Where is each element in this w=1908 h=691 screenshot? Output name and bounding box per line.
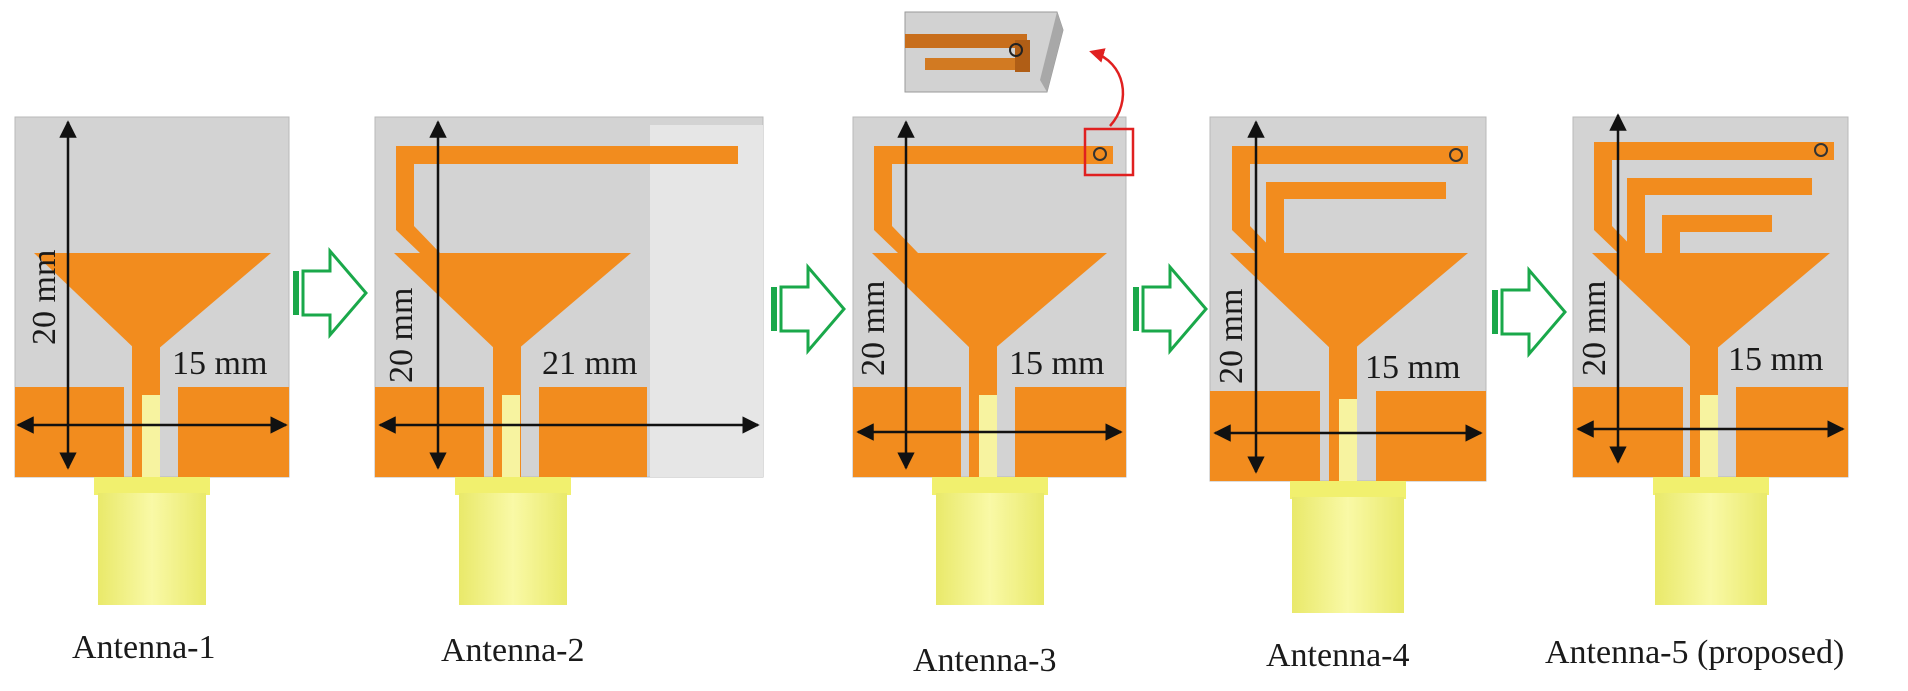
antenna-4: 20 mm 15 mm Antenna-4 <box>1209 116 1487 674</box>
circle-via-icon <box>1814 143 1828 157</box>
antenna-caption: Antenna-2 <box>441 632 585 669</box>
antenna-3: 20 mm 15 mm Antenna-3 <box>852 116 1135 679</box>
feed-pin <box>979 395 997 477</box>
feed-pin <box>502 395 520 477</box>
antenna-caption: Antenna-5 (proposed) <box>1545 634 1844 671</box>
inset-background <box>904 11 1064 93</box>
ground-left <box>1210 391 1320 481</box>
height-label: 20 mm <box>1576 281 1613 376</box>
inset-top-strip <box>905 34 1027 48</box>
hollow-right-arrow-icon <box>1492 265 1567 359</box>
radiating-patch <box>1230 253 1468 350</box>
inset-side <box>1040 12 1063 92</box>
hollow-right-arrow-icon <box>771 262 846 356</box>
feed-pin <box>142 395 160 477</box>
ground-right <box>1376 391 1486 481</box>
ground-right <box>539 387 647 477</box>
connector-body <box>98 493 206 605</box>
connector-flange <box>94 477 210 495</box>
radiating-patch <box>872 253 1107 350</box>
curved-arrow-icon <box>1089 48 1125 127</box>
antenna-5: 20 mm 15 mm Antenna-5 (proposed) <box>1545 113 1849 671</box>
antenna-caption: Antenna-4 <box>1266 637 1410 674</box>
antenna-caption: Antenna-3 <box>913 642 1057 679</box>
height-label: 20 mm <box>26 250 63 345</box>
width-label: 15 mm <box>1009 345 1104 382</box>
inner-strip <box>1266 182 1446 253</box>
circle-via-icon <box>1449 148 1463 162</box>
width-label: 15 mm <box>1365 349 1460 386</box>
circle-via-icon <box>1093 147 1107 161</box>
height-label: 20 mm <box>855 281 892 376</box>
connector-flange <box>455 477 571 495</box>
antenna-1: 20 mm 15 mm Antenna-1 <box>14 116 290 666</box>
connector-body <box>936 493 1044 605</box>
hollow-right-arrow-icon <box>293 246 368 340</box>
ground-right <box>1736 387 1848 477</box>
hollow-right-arrow-icon <box>1133 262 1208 356</box>
feed-pin <box>1700 395 1718 477</box>
inner-strip <box>1627 178 1812 253</box>
zoom-highlight-box <box>1083 127 1135 177</box>
ground-left <box>1573 387 1683 477</box>
ground-right <box>178 387 289 477</box>
height-label: 20 mm <box>1213 289 1250 384</box>
ground-left <box>15 387 124 477</box>
innermost-strip <box>1662 215 1772 253</box>
connector-body <box>1292 497 1404 613</box>
circle-via-icon <box>1009 43 1023 57</box>
connector-flange <box>1290 481 1406 499</box>
connector-body <box>1655 493 1767 605</box>
ground-left <box>375 387 484 477</box>
radiating-patch <box>1592 253 1830 350</box>
connector-flange <box>932 477 1048 495</box>
height-label: 20 mm <box>383 288 420 383</box>
radiating-patch <box>34 253 271 350</box>
feed-pin <box>1339 399 1357 481</box>
via-zoom-inset <box>904 11 1064 93</box>
connector-body <box>459 493 567 605</box>
antenna-2: 20 mm 21 mm Antenna-2 <box>374 116 764 669</box>
connector-flange <box>1653 477 1769 495</box>
inset-bottom-strip <box>925 58 1025 70</box>
width-label: 15 mm <box>172 345 267 382</box>
width-label: 15 mm <box>1728 341 1823 378</box>
inset-via-wall <box>1015 40 1030 72</box>
radiating-patch <box>394 253 631 350</box>
antenna-caption: Antenna-1 <box>72 629 216 666</box>
width-label: 21 mm <box>542 345 637 382</box>
